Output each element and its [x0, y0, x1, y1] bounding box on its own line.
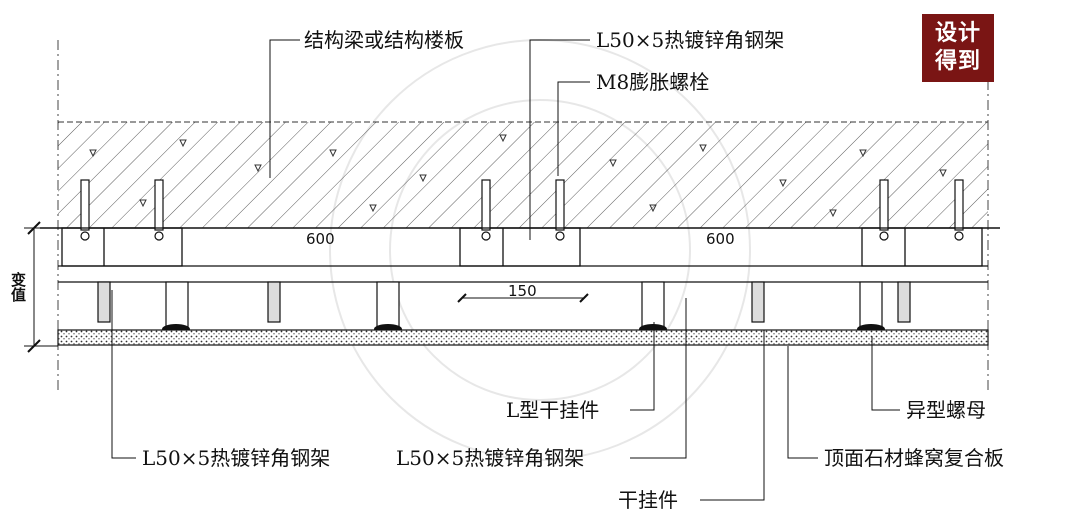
logo-line-2: 得到 [934, 49, 981, 74]
top-steel-frame [58, 227, 988, 283]
offset-dimension [457, 293, 589, 303]
label-special-nut: 异型螺母 [906, 398, 986, 422]
bolt [954, 179, 964, 241]
label-steel-angle-top: L50×5热镀锌角钢架 [596, 28, 785, 52]
label-expansion-bolt: M8膨胀螺栓 [596, 70, 710, 94]
bolt [80, 179, 90, 241]
dim-variable: 变值 [9, 272, 27, 302]
bolt [481, 179, 491, 241]
label-steel-angle-left: L50×5热镀锌角钢架 [142, 446, 331, 470]
label-structure-slab: 结构梁或结构楼板 [304, 28, 464, 52]
variable-dimension [24, 221, 58, 353]
brand-logo: 设计 得到 [922, 14, 994, 82]
bolt [879, 179, 889, 241]
label-l-hanger: L型干挂件 [506, 398, 600, 422]
expansion-bolts [80, 179, 964, 241]
structural-slab [40, 121, 1000, 229]
hangers [97, 281, 911, 329]
logo-line-1: 设计 [934, 21, 981, 46]
bolt [154, 179, 164, 241]
honeycomb-panel [57, 329, 989, 346]
watermark [329, 39, 751, 461]
leader-lines [111, 39, 900, 501]
label-dry-hanger: 干挂件 [618, 488, 678, 512]
dim-span-right: 600 [706, 230, 735, 248]
bolt [555, 179, 565, 241]
label-honeycomb-panel: 顶面石材蜂窝复合板 [824, 446, 1004, 470]
label-steel-angle-mid: L50×5热镀锌角钢架 [396, 446, 585, 470]
dim-offset: 150 [508, 282, 537, 300]
dim-span-left: 600 [306, 230, 335, 248]
